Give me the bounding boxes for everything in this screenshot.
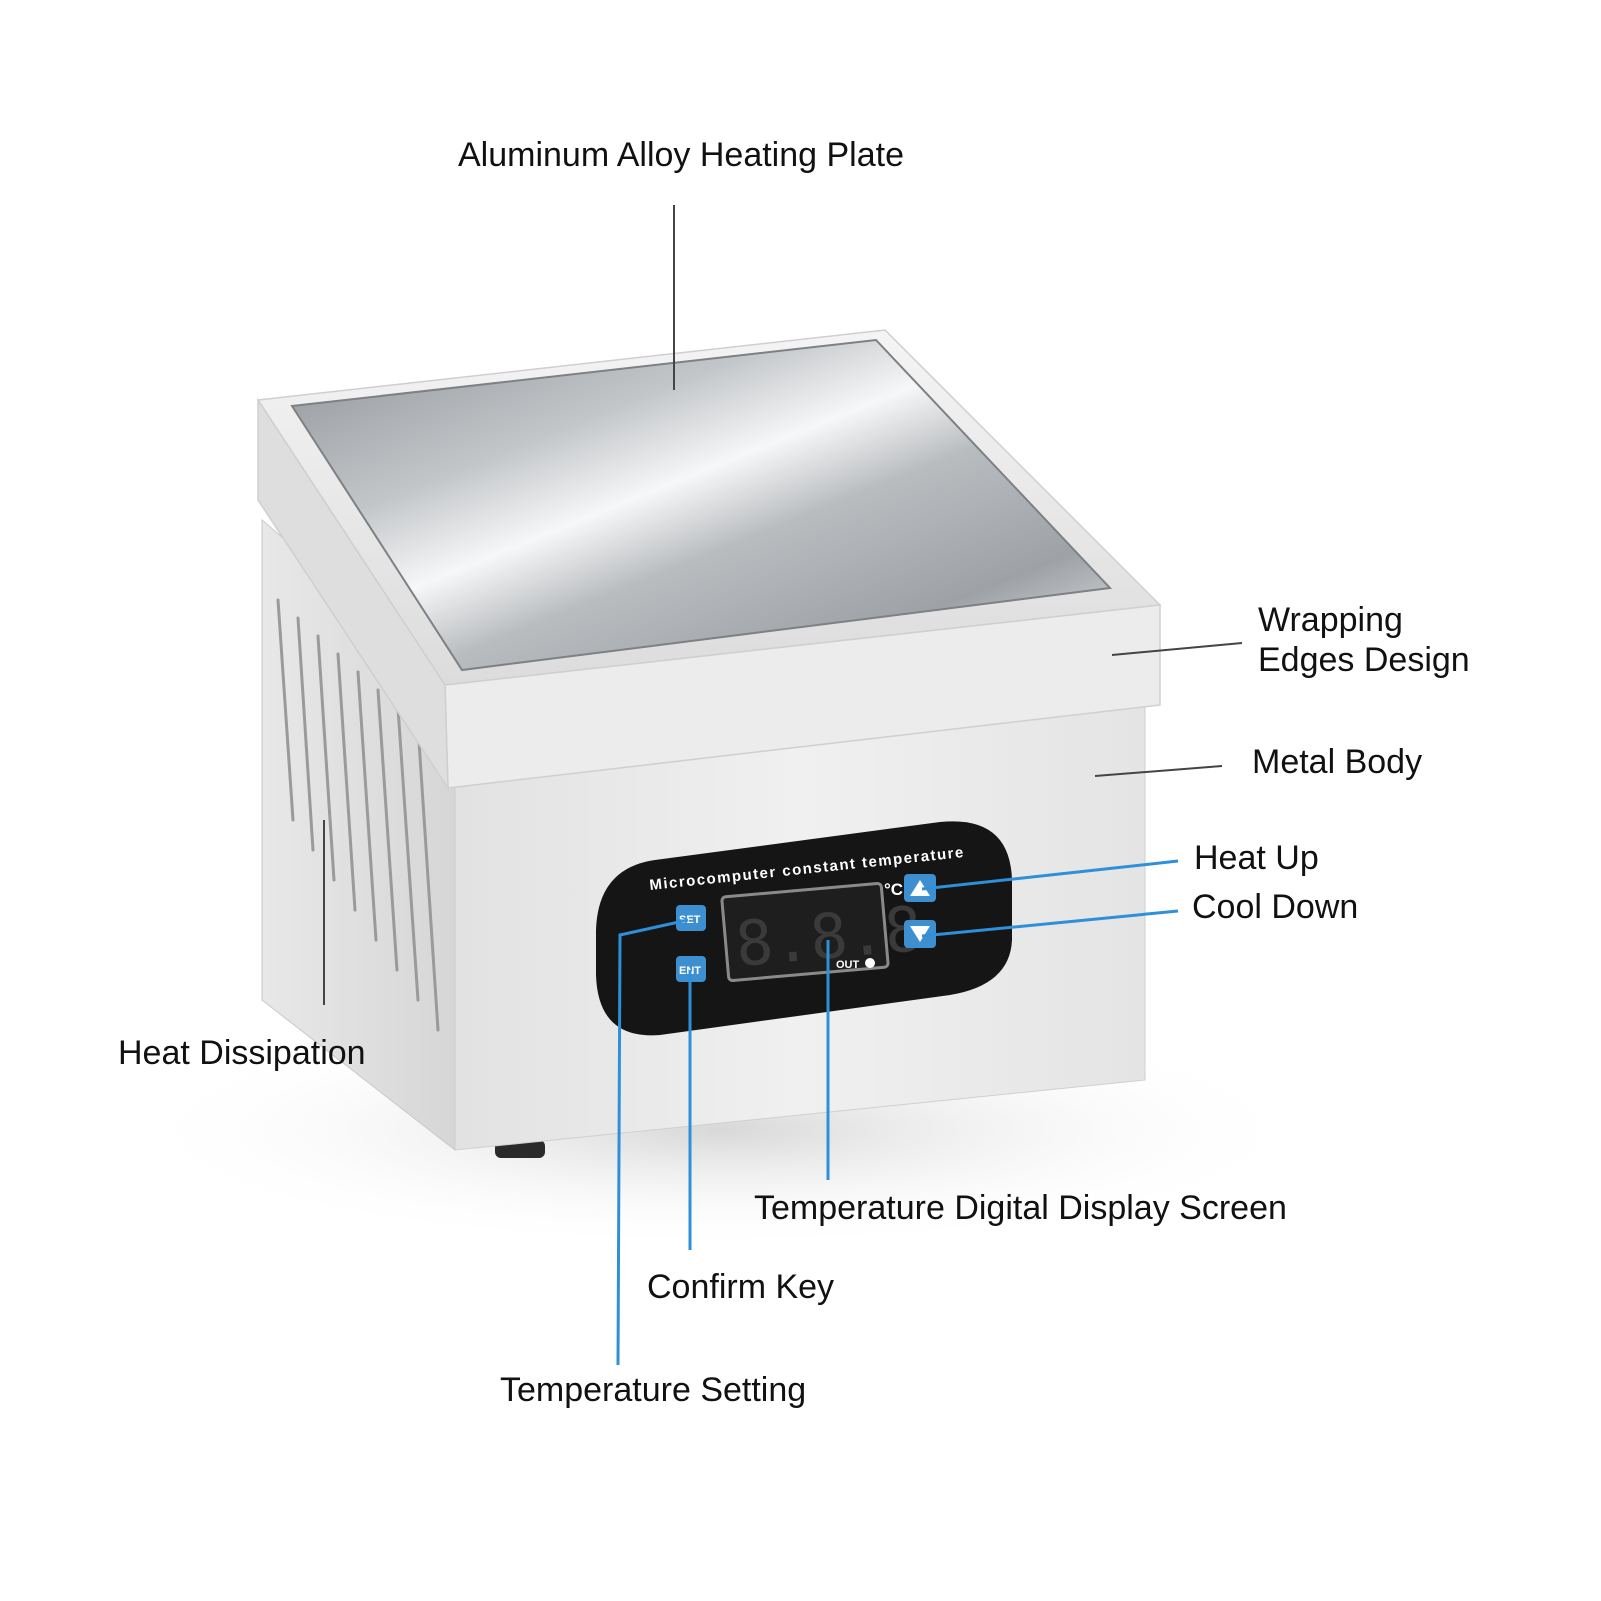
top-frame-left-edge xyxy=(257,397,449,791)
triangle-up-icon xyxy=(910,880,930,896)
out-indicator: OUT xyxy=(836,959,860,971)
label-cool-down: Cool Down xyxy=(1192,888,1359,926)
label-display-screen: Temperature Digital Display Screen xyxy=(754,1189,1287,1227)
blue-leader-lines xyxy=(616,859,1179,1366)
set-key-label: SET xyxy=(679,914,701,926)
temperature-display xyxy=(720,882,890,982)
label-heat-up: Heat Up xyxy=(1194,839,1319,877)
leader-setting xyxy=(616,918,689,1366)
leader-body xyxy=(1094,765,1223,777)
leader-cool-down xyxy=(921,909,1179,938)
label-wrapping-edges: Wrapping Edges Design xyxy=(1258,600,1558,680)
set-key-button[interactable]: SET xyxy=(676,905,706,931)
triangle-down-icon xyxy=(910,926,930,942)
leader-edges xyxy=(1111,642,1243,656)
label-wrapping-edges-line1: Wrapping xyxy=(1258,601,1403,639)
label-metal-body: Metal Body xyxy=(1252,743,1423,781)
celsius-unit: °C xyxy=(884,880,903,899)
cool-down-button[interactable] xyxy=(904,920,936,948)
label-temperature-setting: Temperature Setting xyxy=(500,1371,807,1409)
label-heating-plate: Aluminum Alloy Heating Plate xyxy=(458,136,905,174)
heat-up-button[interactable] xyxy=(904,874,936,902)
heating-plate xyxy=(290,338,1113,672)
label-wrapping-edges-line2: Edges Design xyxy=(1258,641,1470,679)
gray-leader-lines xyxy=(323,205,1243,1005)
leader-heat-up xyxy=(921,859,1179,891)
vent-slots xyxy=(276,598,440,1032)
label-confirm-key: Confirm Key xyxy=(647,1268,835,1306)
out-led-icon xyxy=(865,958,875,968)
label-heat-dissipation: Heat Dissipation xyxy=(118,1034,366,1072)
